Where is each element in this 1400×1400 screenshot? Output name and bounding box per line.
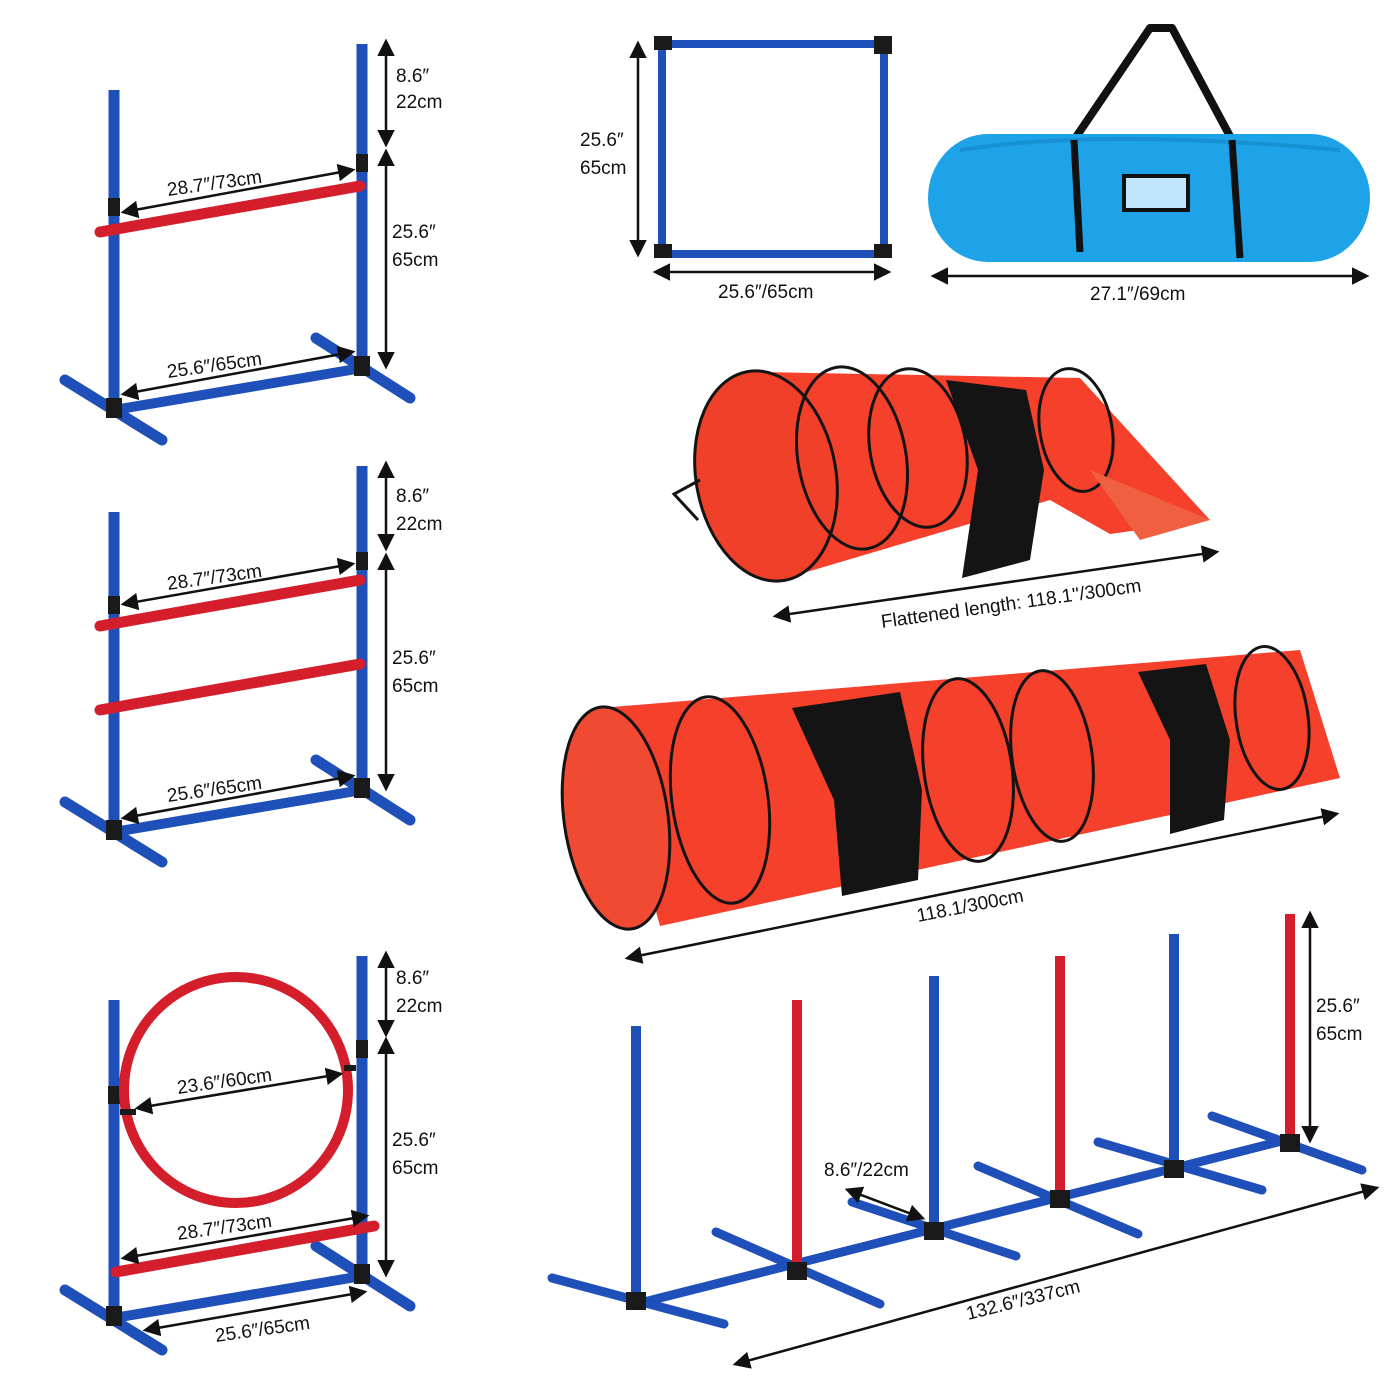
pole-base-joint [1164, 1160, 1184, 1178]
corner-joint [654, 244, 672, 258]
joint [354, 356, 370, 376]
spacing-label: 8.6″/22cm [824, 1160, 909, 1181]
top-ext-cm: 22cm [396, 996, 442, 1017]
height-cm: 65cm [392, 1158, 438, 1179]
pole-base-joint [626, 1292, 646, 1310]
bar-width-arrow [120, 163, 356, 219]
frame-height-in: 25.6″ [580, 130, 624, 151]
top-ext-in: 8.6″ [396, 968, 429, 989]
weave-length-arrow [732, 1183, 1380, 1369]
bag-label-window [1122, 174, 1190, 212]
height-cm: 65cm [392, 250, 438, 271]
carry-bag: 27.1″/69cm [928, 24, 1370, 305]
chute-strap [946, 380, 1044, 578]
joint [356, 552, 368, 570]
upper-red-bar [94, 574, 366, 632]
bar-width-label: 28.7″/73cm [166, 561, 263, 595]
base-width-arrow [142, 1285, 368, 1337]
top-ext-in: 8.6″ [396, 486, 429, 507]
tunnel: 118.1/300cm [560, 645, 1340, 964]
bag-strap [1228, 139, 1244, 259]
bar-width-arrow [120, 1209, 370, 1265]
corner-joint [654, 36, 672, 50]
tunnel-strap [1138, 664, 1230, 834]
tunnel-length-arrow [624, 808, 1340, 964]
bag-length-label: 27.1″/69cm [1090, 284, 1185, 305]
chute-ring [867, 367, 969, 529]
base-width-arrow [120, 769, 356, 825]
tunnel-body [600, 650, 1340, 926]
bag-shading [959, 137, 1341, 152]
joint [108, 198, 120, 216]
height-in: 25.6″ [392, 1130, 436, 1151]
pole-base-joint [787, 1262, 807, 1280]
height-in: 25.6″ [392, 648, 436, 669]
base-width-arrow [120, 345, 356, 401]
joint [106, 1306, 122, 1326]
corner-joint [874, 244, 892, 258]
lower-red-bar [94, 658, 366, 716]
top-ext-in: 8.6″ [396, 66, 429, 87]
joint [106, 820, 122, 840]
chute-cloth-tail [1090, 470, 1210, 540]
single-bar-hurdle: 28.7″/73cm 25.6″/65cm 8.6″ 22cm 25.6″ 65… [59, 38, 442, 446]
top-ext-cm: 22cm [396, 92, 442, 113]
joint [356, 154, 368, 172]
chute-length-arrow [772, 545, 1220, 623]
chute-ring [1037, 367, 1115, 493]
square-hoop-frame: 25.6″ 65cm 25.6″/65cm [580, 36, 892, 303]
joint [108, 1086, 120, 1104]
chute-tunnel: Flattened length: 118.1''/300cm [671, 365, 1220, 633]
frame-width-label: 25.6″/65cm [718, 282, 813, 303]
height-in: 25.6″ [392, 222, 436, 243]
corner-joint [874, 36, 892, 54]
weave-length-label: 132.6″/337cm [964, 1276, 1082, 1325]
square-frame [658, 40, 888, 258]
bag-strap [1070, 139, 1084, 253]
joint [356, 1040, 368, 1058]
base-cross-bar [113, 1271, 363, 1323]
pole-base-joint [1280, 1134, 1300, 1152]
joint [106, 398, 122, 418]
bar-width-arrow [120, 557, 356, 611]
hoop-diameter-arrow [134, 1067, 344, 1115]
double-bar-hurdle: 28.7″/73cm 25.6″/65cm 8.6″ 22cm 25.6″ 65… [59, 460, 442, 868]
bag-handle [1070, 24, 1236, 143]
joint [354, 1264, 370, 1284]
joint [108, 596, 120, 614]
tunnel-ring [1233, 645, 1311, 791]
weave-poles: 8.6″/22cm 25.6″ 65cm 132.6″/337cm [547, 910, 1380, 1369]
joint [354, 778, 370, 798]
frame-height-cm: 65cm [580, 158, 626, 179]
height-cm: 65cm [392, 676, 438, 697]
pole-height-cm: 65cm [1316, 1024, 1362, 1045]
red-hoop [119, 972, 353, 1208]
chute-length-label: Flattened length: 118.1''/300cm [880, 576, 1143, 633]
pole-base-joint [1050, 1190, 1070, 1208]
top-ext-cm: 22cm [396, 514, 442, 535]
pole-base-joint [924, 1222, 944, 1240]
pole-height-in: 25.6″ [1316, 996, 1360, 1017]
hoop-hurdle: 23.6″/60cm 28.7″/73cm 25.6″/65cm 8.6″ 22… [59, 950, 442, 1356]
base-width-label: 25.6″/65cm [214, 1313, 311, 1347]
tunnel-length-label: 118.1/300cm [915, 886, 1025, 927]
chute-tie [671, 478, 701, 522]
